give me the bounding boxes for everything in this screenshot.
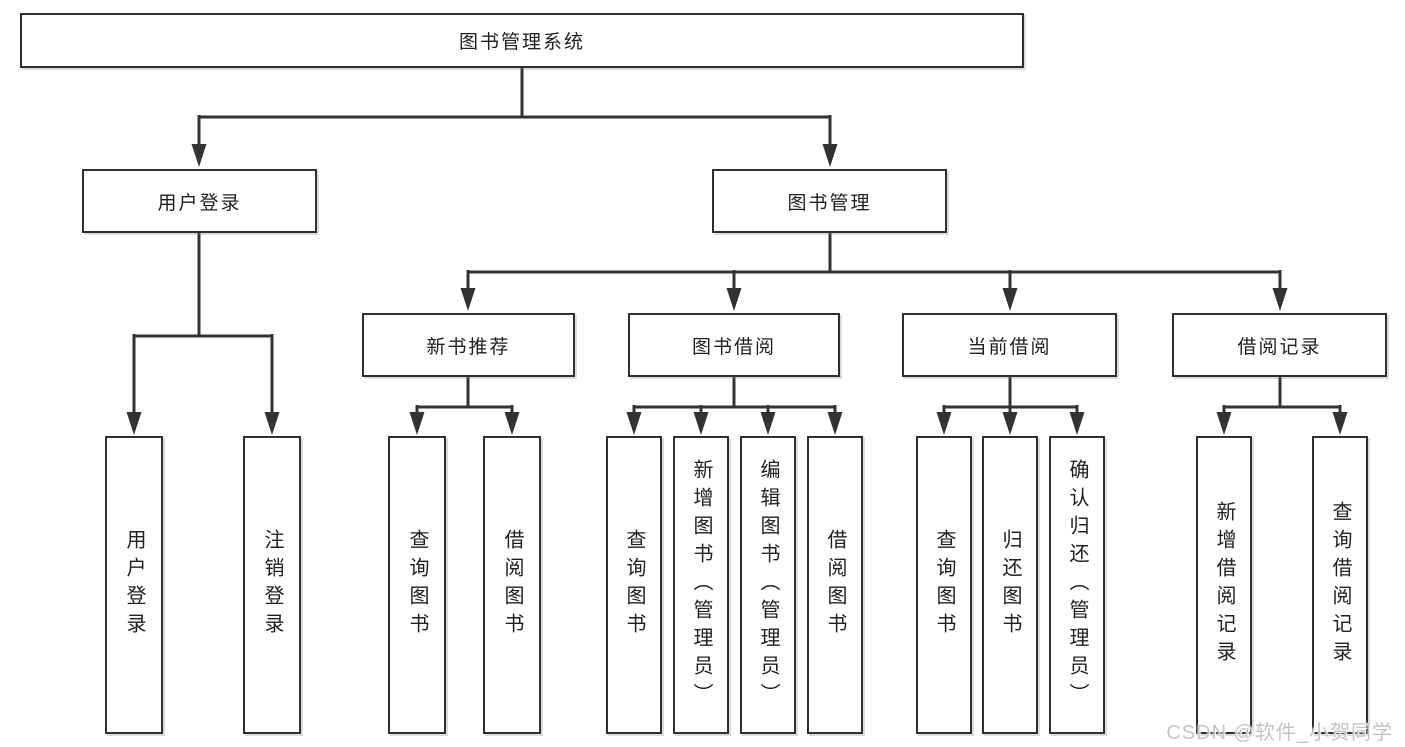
leaf-user-login-label: 用户登录: [123, 529, 145, 641]
node-new-book-recommend: 新书推荐: [362, 313, 575, 377]
leaf-add-borrow-record: 新增借阅记录: [1196, 436, 1252, 734]
leaf-borrow-books-newbooks: 借阅图书: [483, 436, 541, 734]
leaf-borrow-books-newbooks-label: 借阅图书: [501, 529, 523, 641]
leaf-query-books-borrow-label: 查询图书: [623, 529, 645, 641]
node-book-management: 图书管理: [712, 169, 947, 233]
leaf-return-books: 归还图书: [982, 436, 1038, 734]
node-borrow-records-label: 借阅记录: [1237, 336, 1322, 358]
node-user-login: 用户登录: [82, 169, 317, 233]
leaf-user-login: 用户登录: [105, 436, 163, 734]
node-root: 图书管理系统: [20, 13, 1024, 68]
connector-root-to-level2: [191, 68, 838, 167]
leaf-add-borrow-record-label: 新增借阅记录: [1213, 501, 1235, 669]
connector-book-management-branch: [460, 233, 1288, 311]
leaf-query-books-newbooks-label: 查询图书: [406, 529, 428, 641]
node-current-borrow: 当前借阅: [902, 313, 1117, 377]
node-book-management-label: 图书管理: [787, 192, 872, 214]
connector-new-books-branch: [409, 377, 520, 435]
leaf-add-book-admin-label: 新增图书（管理员）: [690, 459, 712, 711]
node-user-login-label: 用户登录: [157, 192, 242, 214]
connector-user-login-branch: [126, 233, 280, 435]
leaf-query-borrow-record-label: 查询借阅记录: [1329, 501, 1351, 669]
node-book-borrow: 图书借阅: [628, 313, 840, 377]
connector-current-borrow-branch: [936, 377, 1085, 435]
connector-book-borrow-branch: [626, 377, 843, 435]
connector-borrow-records-branch: [1216, 377, 1348, 435]
leaf-query-books-current-label: 查询图书: [933, 529, 955, 641]
leaf-edit-book-admin: 编辑图书（管理员）: [740, 436, 796, 734]
node-current-borrow-label: 当前借阅: [967, 336, 1052, 358]
leaf-logout-label: 注销登录: [261, 529, 283, 641]
leaf-query-books-current: 查询图书: [916, 436, 972, 734]
leaf-confirm-return-admin-label: 确认归还（管理员）: [1066, 459, 1088, 711]
leaf-query-books-newbooks: 查询图书: [388, 436, 446, 734]
leaf-confirm-return-admin: 确认归还（管理员）: [1049, 436, 1105, 734]
leaf-query-books-borrow: 查询图书: [606, 436, 662, 734]
leaf-borrow-books-borrow: 借阅图书: [807, 436, 863, 734]
csdn-watermark: CSDN @软件_小贺同学: [1166, 722, 1393, 744]
leaf-logout: 注销登录: [243, 436, 301, 734]
node-new-book-recommend-label: 新书推荐: [426, 336, 511, 358]
leaf-query-borrow-record: 查询借阅记录: [1312, 436, 1368, 734]
node-book-borrow-label: 图书借阅: [691, 336, 776, 358]
leaf-edit-book-admin-label: 编辑图书（管理员）: [757, 459, 779, 711]
leaf-add-book-admin: 新增图书（管理员）: [673, 436, 729, 734]
node-borrow-records: 借阅记录: [1172, 313, 1387, 377]
node-root-label: 图书管理系统: [458, 32, 585, 53]
leaf-borrow-books-borrow-label: 借阅图书: [824, 529, 846, 641]
leaf-return-books-label: 归还图书: [999, 529, 1021, 641]
